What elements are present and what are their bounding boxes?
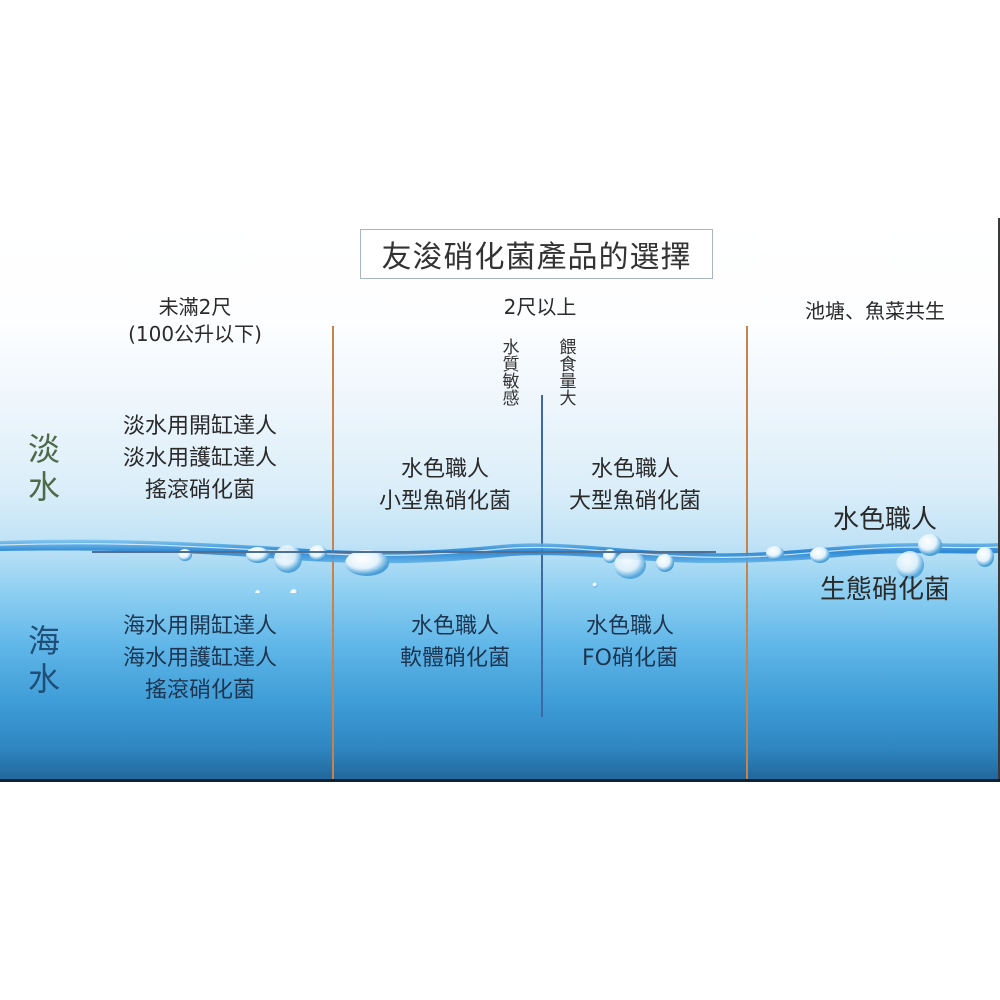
product-fo-nitrifying: FO硝化菌 bbox=[582, 646, 678, 671]
cell-pond-water-color-master: 水色職人 bbox=[832, 505, 937, 535]
sub-column-label-heavy-feeding: 餵食量大 bbox=[559, 338, 577, 409]
column-header-small-tank: 未滿2尺 (100公升以下) bbox=[95, 294, 295, 348]
slide-title: 友浚硝化菌產品的選擇 bbox=[360, 229, 713, 279]
product-water-color-master: 水色職人 bbox=[410, 614, 499, 639]
row-separator-middle bbox=[334, 551, 716, 553]
column-header-small-tank-line1: 未滿2尺 bbox=[158, 295, 232, 319]
column-header-large-tank: 2尺以上 bbox=[440, 294, 640, 321]
sub-column-divider bbox=[541, 395, 543, 717]
row-label-saltwater: 海水 bbox=[27, 622, 60, 698]
column-header-small-tank-line2: (100公升以下) bbox=[128, 322, 262, 346]
product-rock-nitrifying: 搖滾硝化菌 bbox=[144, 678, 255, 703]
row-separator-left bbox=[92, 551, 332, 553]
cell-saltwater-sensitive: 水色職人 軟體硝化菌 bbox=[370, 611, 540, 675]
column-header-pond-line1: 池塘、魚菜共生 bbox=[805, 299, 945, 323]
product-small-fish-nitrifying: 小型魚硝化菌 bbox=[378, 489, 511, 514]
cell-pond-eco-nitrifying: 生態硝化菌 bbox=[819, 575, 950, 605]
product-water-color-master: 水色職人 bbox=[585, 614, 674, 639]
sub-column-label-water-sensitive: 水質敏感 bbox=[502, 338, 520, 409]
product-water-color-master: 水色職人 bbox=[590, 457, 679, 482]
cell-freshwater-sensitive: 水色職人 小型魚硝化菌 bbox=[360, 454, 530, 518]
product-fresh-maintain: 淡水用護缸達人 bbox=[122, 446, 277, 471]
product-rock-nitrifying: 搖滾硝化菌 bbox=[144, 478, 255, 503]
cell-freshwater-heavy-feed: 水色職人 大型魚硝化菌 bbox=[550, 454, 720, 518]
row-label-freshwater: 淡水 bbox=[27, 430, 60, 506]
slide-right-border bbox=[998, 218, 1000, 782]
product-large-fish-nitrifying: 大型魚硝化菌 bbox=[568, 489, 701, 514]
cell-saltwater-small-tank: 海水用開缸達人 海水用護缸達人 搖滾硝化菌 bbox=[100, 611, 300, 707]
column-header-large-tank-line1: 2尺以上 bbox=[503, 295, 577, 319]
product-water-color-master: 水色職人 bbox=[400, 457, 489, 482]
cell-freshwater-small-tank: 淡水用開缸達人 淡水用護缸達人 搖滾硝化菌 bbox=[100, 411, 300, 507]
product-salt-maintain: 海水用護缸達人 bbox=[122, 646, 277, 671]
product-fresh-start: 淡水用開缸達人 bbox=[122, 414, 277, 439]
slide-bottom-border bbox=[0, 779, 1000, 782]
product-coral-nitrifying: 軟體硝化菌 bbox=[399, 646, 510, 671]
product-selection-slide: 友浚硝化菌產品的選擇 未滿2尺 (100公升以下) 2尺以上 池塘、魚菜共生 水… bbox=[0, 218, 1000, 782]
product-salt-start: 海水用開缸達人 bbox=[122, 614, 277, 639]
cell-saltwater-heavy-feed: 水色職人 FO硝化菌 bbox=[545, 611, 715, 675]
column-header-pond: 池塘、魚菜共生 bbox=[770, 298, 980, 325]
